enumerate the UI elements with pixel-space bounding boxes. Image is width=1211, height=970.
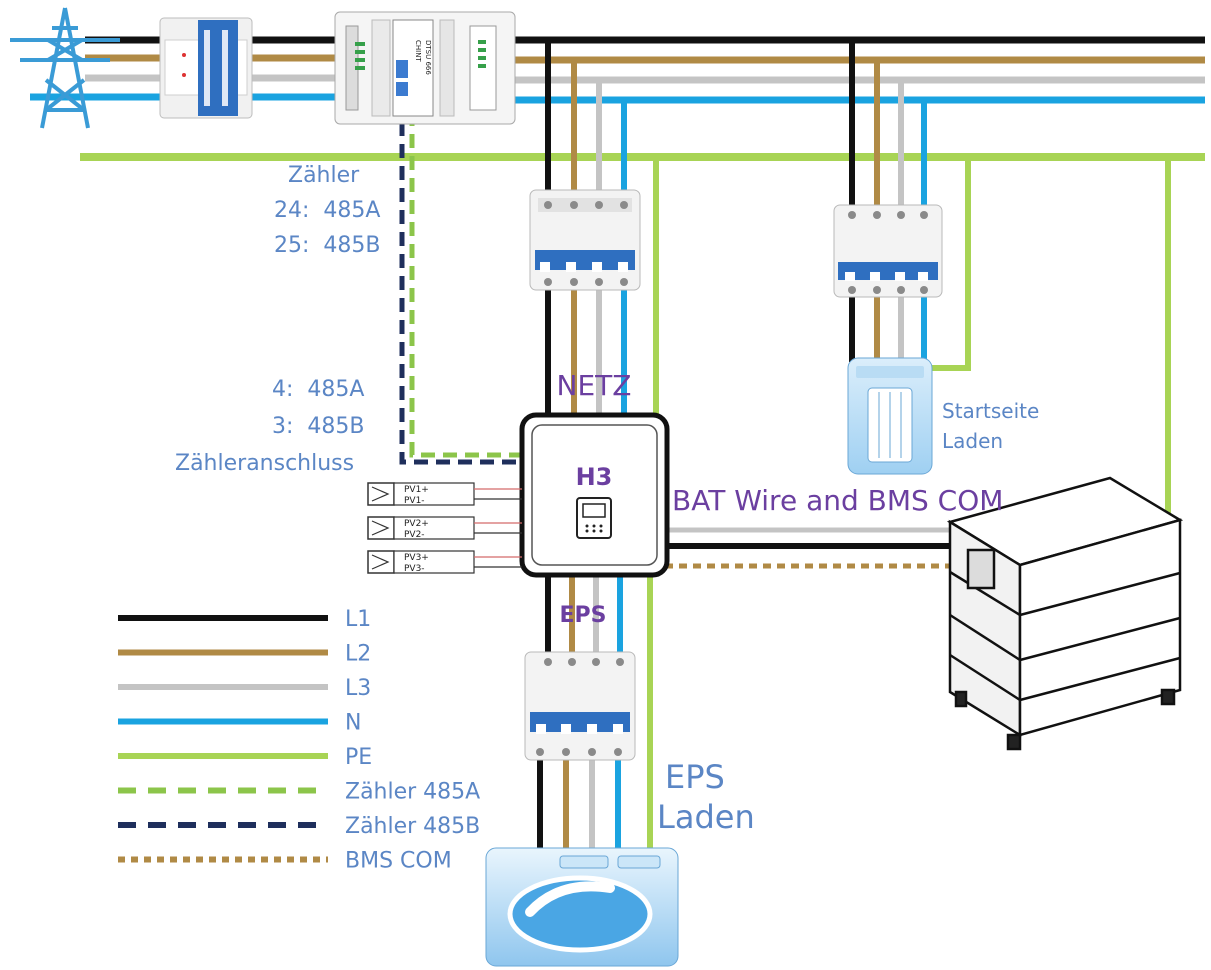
meter-brand: CHINT <box>414 40 422 62</box>
inverter-terminal-485b: 3: 485B <box>272 414 364 439</box>
eps-branch <box>537 575 653 852</box>
pv-plus-label: PV2+ <box>404 519 429 529</box>
meter-terminals-title: Zähler <box>288 163 360 188</box>
legend-label: N <box>345 711 361 736</box>
pv-plus-label: PV3+ <box>404 553 429 563</box>
eps-load-label-2: Laden <box>657 798 755 836</box>
legend-label: PE <box>345 745 372 770</box>
pv-minus-label: PV3- <box>404 564 425 574</box>
legend-item: PE <box>118 745 372 770</box>
pv-panel-icon <box>367 482 395 506</box>
legend-item: L3 <box>118 676 371 701</box>
legend-label: L1 <box>345 607 371 632</box>
eps-port-label: EPS <box>560 603 607 628</box>
legend-label: BMS COM <box>345 849 452 874</box>
washing-machine-icon <box>485 847 679 967</box>
inverter-terminal-485a: 4: 485A <box>272 377 364 402</box>
pv-minus-label: PV2- <box>404 530 425 540</box>
inverter-meter-port: Zähleranschluss <box>175 451 354 476</box>
pv-panel-icon <box>367 550 395 574</box>
legend-item: L1 <box>118 607 371 632</box>
pv-plus-label: PV1+ <box>404 485 429 495</box>
pv-panel-icon <box>367 516 395 540</box>
home-branch <box>849 40 971 371</box>
meter-model: DTSU 666 <box>424 40 432 75</box>
legend-item: L2 <box>118 642 371 667</box>
meter-rs485 <box>372 90 522 465</box>
legend-label: L3 <box>345 676 371 701</box>
battery-stack <box>946 476 1184 751</box>
main-bus <box>30 36 1205 161</box>
eps-load-label-1: EPS <box>665 758 725 796</box>
meter-terminal-485a: 24: 485A <box>274 198 380 223</box>
legend-item: BMS COM <box>118 849 452 874</box>
inverter-branch <box>545 40 659 418</box>
home-load-label-2: Laden <box>942 429 1003 453</box>
legend-label: L2 <box>345 642 371 667</box>
legend-item: Zähler 485A <box>118 780 480 805</box>
legend-item: Zähler 485B <box>118 814 480 839</box>
legend-item: N <box>118 711 361 736</box>
pv-input-3: PV3+PV3- <box>367 550 522 574</box>
meter-terminal-485b: 25: 485B <box>274 233 380 258</box>
home-load-appliance-icon <box>847 357 933 475</box>
pv-input-1: PV1+PV1- <box>367 482 522 506</box>
home-breaker <box>833 204 943 298</box>
grid-port-label: NETZ <box>557 369 632 402</box>
battery-link <box>665 527 955 569</box>
home-load-label-1: Startseite <box>942 399 1039 423</box>
battery-link-label: BAT Wire and BMS COM <box>672 484 1003 517</box>
pv-input-2: PV2+PV2- <box>367 516 522 540</box>
legend-label: Zähler 485B <box>345 814 480 839</box>
inverter-breaker <box>529 189 641 291</box>
inverter-h3 <box>519 412 670 578</box>
power-pylon-icon <box>10 7 120 129</box>
inverter-name: H3 <box>576 463 613 491</box>
energy-meter: CHINT DTSU 666 <box>334 11 516 125</box>
pv-inputs: PV1+PV1- PV2+PV2- PV3+PV3- <box>367 482 522 574</box>
eps-breaker <box>524 651 636 761</box>
legend-label: Zähler 485A <box>345 780 480 805</box>
main-breaker <box>159 17 253 119</box>
pv-minus-label: PV1- <box>404 496 425 506</box>
